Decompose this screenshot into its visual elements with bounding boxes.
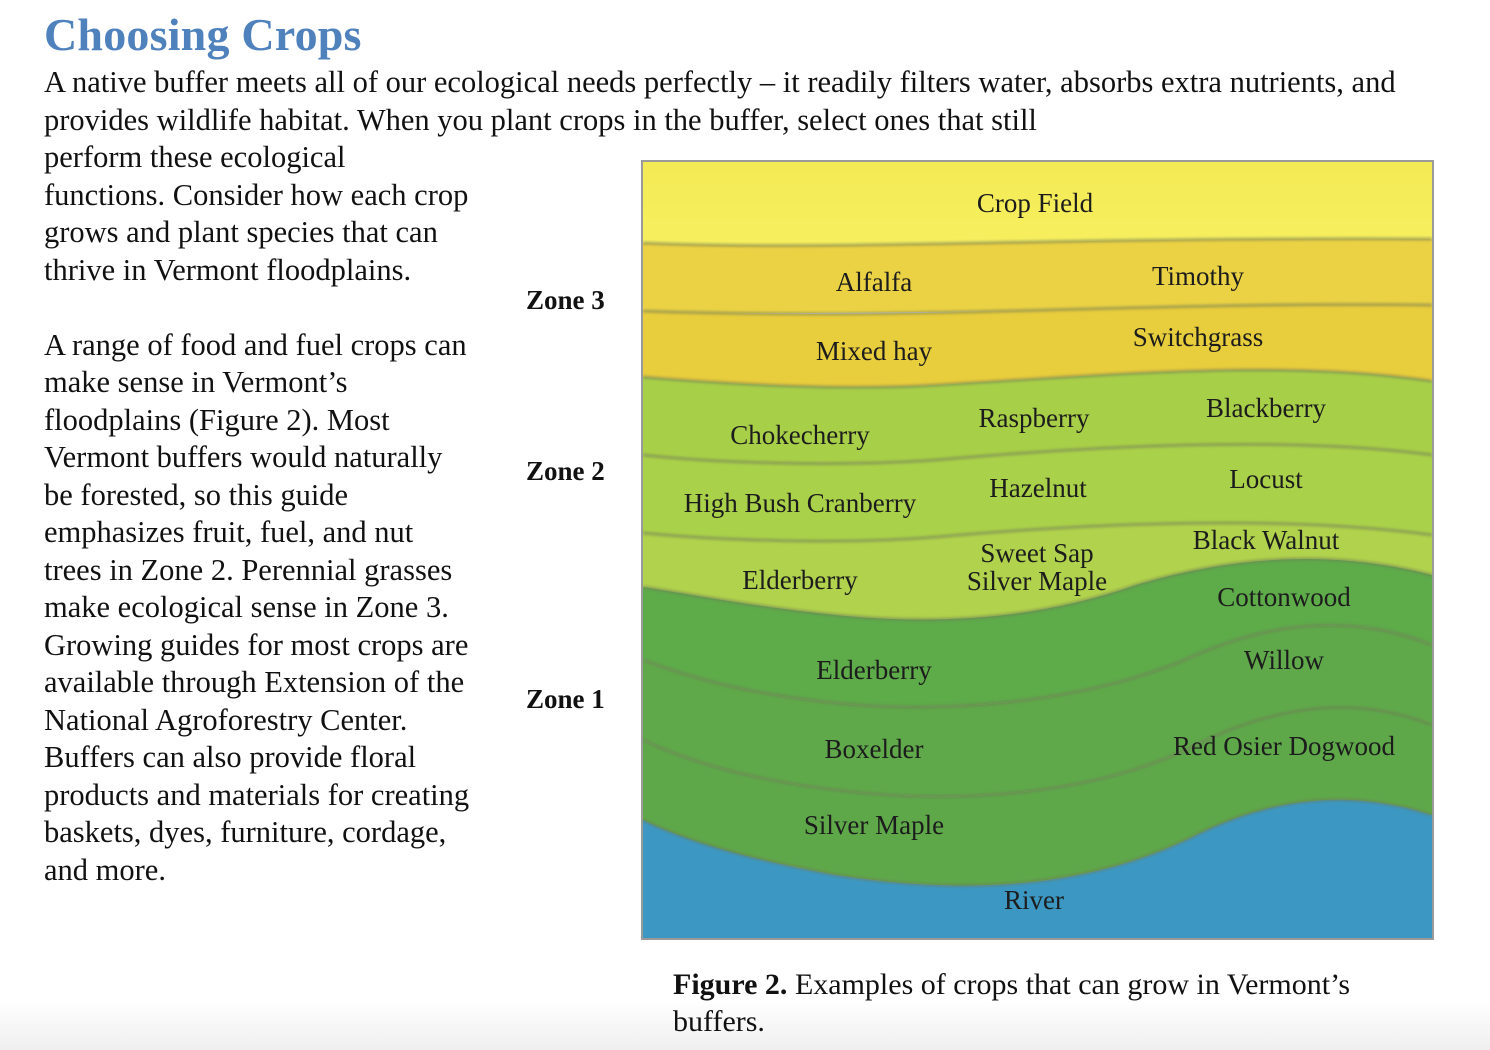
label-sweet-sap: Sweet Sap bbox=[980, 538, 1093, 568]
label-mixed-hay: Mixed hay bbox=[816, 336, 933, 366]
side-text-column: perform these ecological functions. Cons… bbox=[44, 139, 474, 889]
zone1-row3-layer bbox=[643, 707, 1432, 886]
intro-paragraph: A native buffer meets all of our ecologi… bbox=[44, 65, 1396, 137]
label-black-walnut: Black Walnut bbox=[1193, 525, 1340, 555]
page-bottom-edge bbox=[0, 1000, 1490, 1050]
label-timothy: Timothy bbox=[1152, 261, 1245, 291]
side-paragraph-2: A range of food and fuel crops can make … bbox=[44, 327, 470, 887]
buffer-zones-diagram: Crop Field Alfalfa Timothy Mixed hay Swi… bbox=[636, 155, 1440, 945]
label-alfalfa: Alfalfa bbox=[836, 267, 912, 297]
zone2-row3-layer bbox=[643, 522, 1432, 620]
label-cottonwood: Cottonwood bbox=[1217, 582, 1351, 612]
label-raspberry: Raspberry bbox=[979, 403, 1090, 433]
caption-text: Examples of crops that can grow in Vermo… bbox=[673, 968, 1351, 1038]
label-crop-field: Crop Field bbox=[977, 188, 1094, 218]
label-silver-maple-zone1: Silver Maple bbox=[804, 810, 944, 840]
label-willow: Willow bbox=[1244, 645, 1324, 675]
label-blackberry: Blackberry bbox=[1206, 393, 1326, 423]
label-elderberry-zone1: Elderberry bbox=[816, 655, 932, 685]
zone1-row1-layer bbox=[643, 558, 1432, 707]
label-hazelnut: Hazelnut bbox=[989, 473, 1087, 503]
zone-1-label: Zone 1 bbox=[526, 684, 605, 714]
side-paragraph-1: perform these ecological functions. Cons… bbox=[44, 140, 469, 287]
figure-caption: Figure 2. Examples of crops that can gro… bbox=[673, 966, 1393, 1040]
zone3-row2-layer bbox=[643, 304, 1432, 388]
zone-2-label: Zone 2 bbox=[526, 456, 605, 486]
zone2-row1-layer bbox=[643, 369, 1432, 464]
label-high-bush-cranberry: High Bush Cranberry bbox=[684, 488, 917, 518]
label-boxelder: Boxelder bbox=[825, 734, 924, 764]
zone2-row2-layer bbox=[643, 444, 1432, 542]
caption-figure-number: Figure 2. bbox=[673, 968, 788, 1001]
label-switchgrass: Switchgrass bbox=[1133, 322, 1264, 352]
zone1-row2-layer bbox=[643, 625, 1432, 797]
diagram-border bbox=[641, 160, 1434, 940]
page-title: Choosing Crops bbox=[44, 9, 362, 60]
zone3-row1-layer bbox=[643, 238, 1432, 315]
label-locust: Locust bbox=[1229, 464, 1303, 494]
label-silver-maple-zone2: Silver Maple bbox=[967, 566, 1107, 596]
river-layer bbox=[643, 799, 1432, 938]
label-chokecherry: Chokecherry bbox=[730, 420, 870, 450]
label-elderberry-zone2: Elderberry bbox=[742, 565, 858, 595]
label-river: River bbox=[1004, 885, 1064, 915]
zone-3-label: Zone 3 bbox=[526, 285, 605, 315]
label-red-osier-dogwood: Red Osier Dogwood bbox=[1173, 731, 1395, 761]
